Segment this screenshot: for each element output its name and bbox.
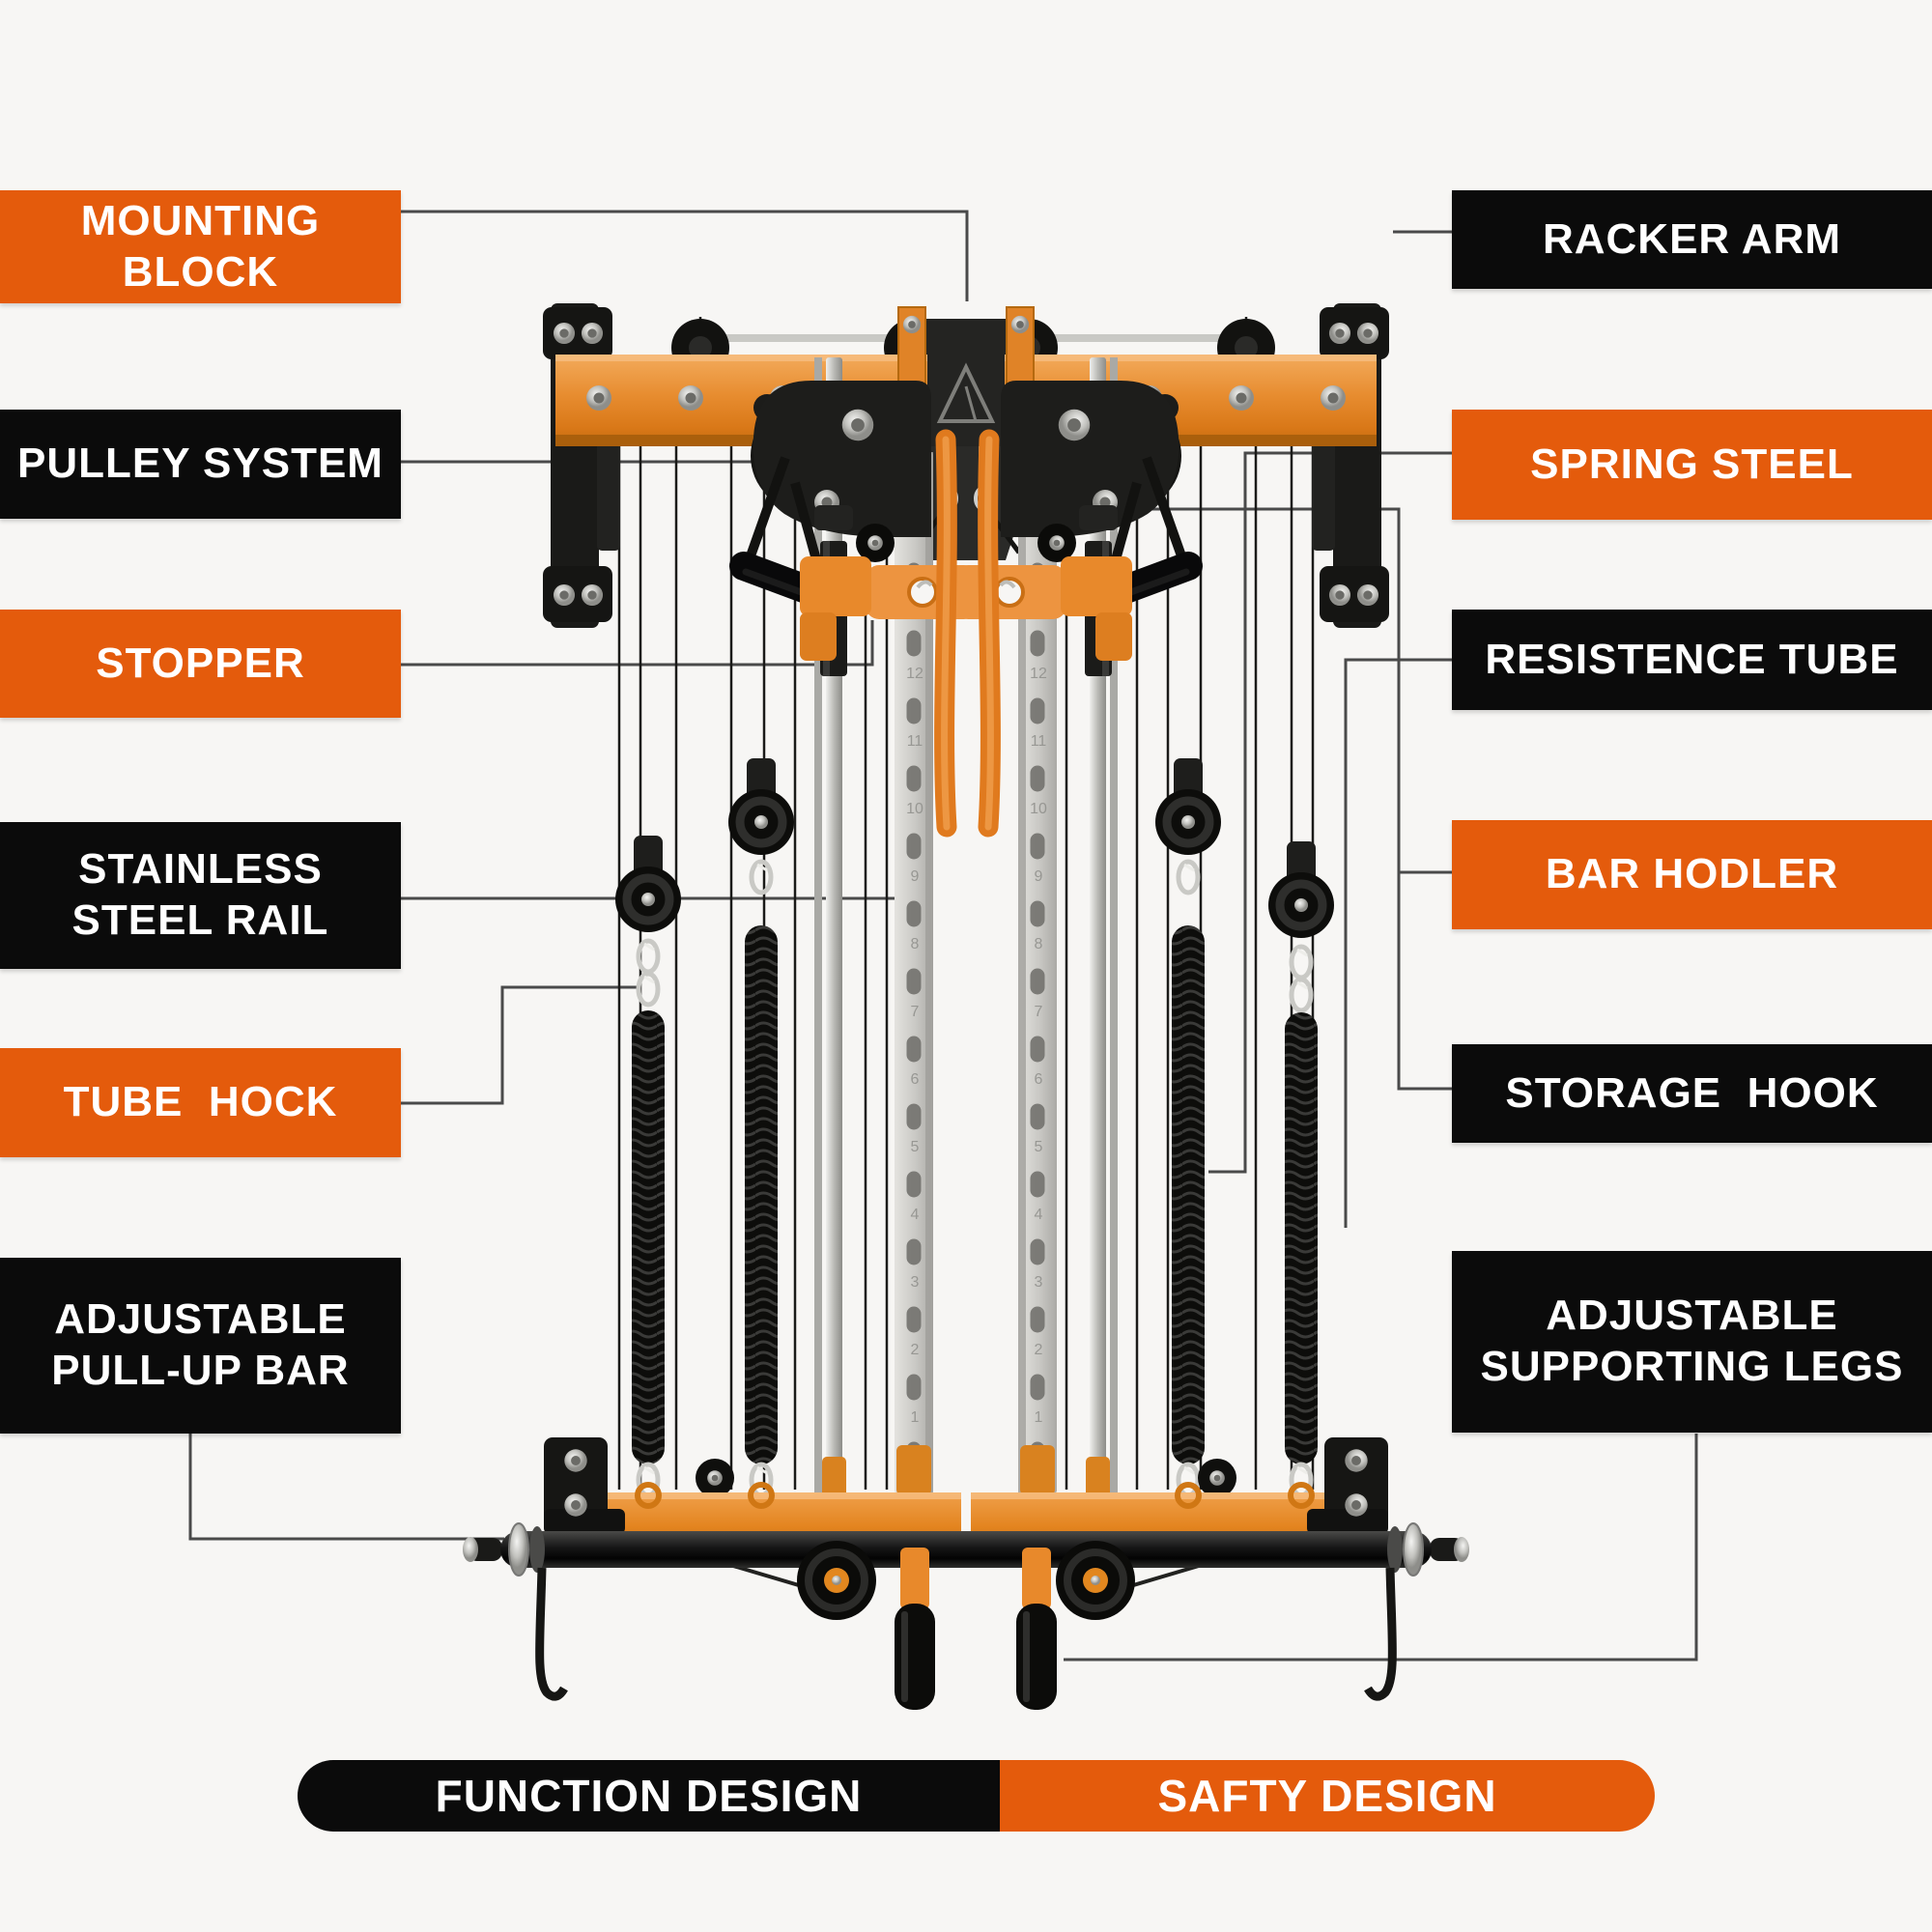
label-storage-hook: STORAGE HOOK (1452, 1044, 1932, 1143)
svg-text:12: 12 (906, 666, 923, 682)
line-resistence-tube (1344, 658, 1452, 1228)
resistance-tube (632, 1010, 665, 1464)
label-racker-arm: RACKER ARM (1452, 190, 1932, 289)
svg-text:6: 6 (1035, 1071, 1043, 1088)
svg-text:9: 9 (1035, 868, 1043, 885)
tube-eyelet (1288, 1482, 1315, 1509)
pulley (1268, 841, 1334, 938)
line-adjustable-supporting-legs (1064, 1434, 1698, 1662)
svg-text:2: 2 (1035, 1342, 1043, 1358)
svg-text:6: 6 (911, 1071, 920, 1088)
label-stopper: STOPPER (0, 610, 401, 718)
pull-up-bar (500, 1531, 1432, 1568)
center-bracket (923, 319, 1009, 446)
tube-eyelet (635, 1482, 662, 1509)
resistance-tube (1285, 1012, 1318, 1464)
line-mounting-block (401, 210, 969, 301)
footer-function-design: FUNCTION DESIGN (298, 1760, 1000, 1832)
label-spring-steel: SPRING STEEL (1452, 410, 1932, 520)
svg-text:5: 5 (1035, 1139, 1043, 1155)
line-adjustable-pull-up-bar (188, 1434, 504, 1541)
bar-stub-right (1430, 1537, 1469, 1562)
wheel-right (1056, 1541, 1135, 1620)
supporting-leg-left (895, 1548, 935, 1710)
base-bracket-left (544, 1437, 625, 1534)
base-bracket-right (1307, 1437, 1388, 1534)
svg-text:11: 11 (1031, 733, 1047, 750)
svg-text:11: 11 (907, 733, 923, 750)
base-assembly (463, 1437, 1469, 1710)
svg-text:10: 10 (1030, 801, 1047, 817)
line-stopper (401, 620, 874, 667)
pulley (728, 758, 794, 855)
resistance-tube (1172, 925, 1205, 1464)
svg-text:4: 4 (1035, 1207, 1043, 1223)
rail-numbers-right: 12 11 10 9 8 7 6 5 4 3 2 1 (1030, 666, 1047, 1426)
line-storage-hook (1116, 507, 1452, 1091)
bar-stub-left (463, 1537, 502, 1562)
svg-text:9: 9 (911, 868, 920, 885)
label-resistence-tube: RESISTENCE TUBE (1452, 610, 1932, 710)
storage-hook-left (540, 1568, 564, 1696)
tube-eyelet (1175, 1482, 1202, 1509)
pulley (1155, 758, 1221, 855)
svg-text:8: 8 (911, 936, 920, 952)
mounting-block-left (543, 303, 620, 628)
svg-text:8: 8 (1035, 936, 1043, 952)
svg-text:1: 1 (1035, 1409, 1043, 1426)
svg-text:7: 7 (1035, 1004, 1043, 1020)
rod-collar (822, 1457, 846, 1501)
spring-steel-straps (934, 429, 1001, 838)
supporting-leg-right (1016, 1548, 1057, 1710)
footer-safty-design: SAFTY DESIGN (1000, 1760, 1655, 1832)
svg-text:3: 3 (1035, 1274, 1043, 1291)
resistance-tubes (632, 925, 1318, 1495)
wheel-left (797, 1541, 876, 1620)
svg-text:12: 12 (1030, 666, 1047, 682)
svg-text:5: 5 (911, 1139, 920, 1155)
pulley (615, 836, 681, 932)
line-tube-hock (401, 985, 641, 1105)
svg-text:10: 10 (906, 801, 923, 817)
rail-clamp (896, 1445, 931, 1495)
line-spring-steel (1208, 451, 1452, 1174)
rail-clamp (1020, 1445, 1055, 1495)
mid-pulleys (615, 758, 1334, 1010)
mounting-block-right (1312, 303, 1389, 628)
resistance-tube (745, 925, 778, 1464)
connector-lines (188, 210, 1698, 1662)
svg-text:4: 4 (911, 1207, 920, 1223)
triangle-a-logo-icon (936, 362, 996, 423)
tube-eyelet (748, 1482, 775, 1509)
svg-text:2: 2 (911, 1342, 920, 1358)
label-bar-hodler: BAR HODLER (1452, 820, 1932, 929)
storage-hook-right (1368, 1568, 1392, 1696)
rail-numbers-left: 12 11 10 9 8 7 6 5 4 3 2 1 (906, 666, 923, 1426)
label-pulley-system: PULLEY SYSTEM (0, 410, 401, 519)
label-tube-hock: TUBE HOCK (0, 1048, 401, 1157)
rod-collar (1086, 1457, 1110, 1501)
svg-text:7: 7 (911, 1004, 920, 1020)
svg-text:1: 1 (911, 1409, 920, 1426)
svg-text:3: 3 (911, 1274, 920, 1291)
